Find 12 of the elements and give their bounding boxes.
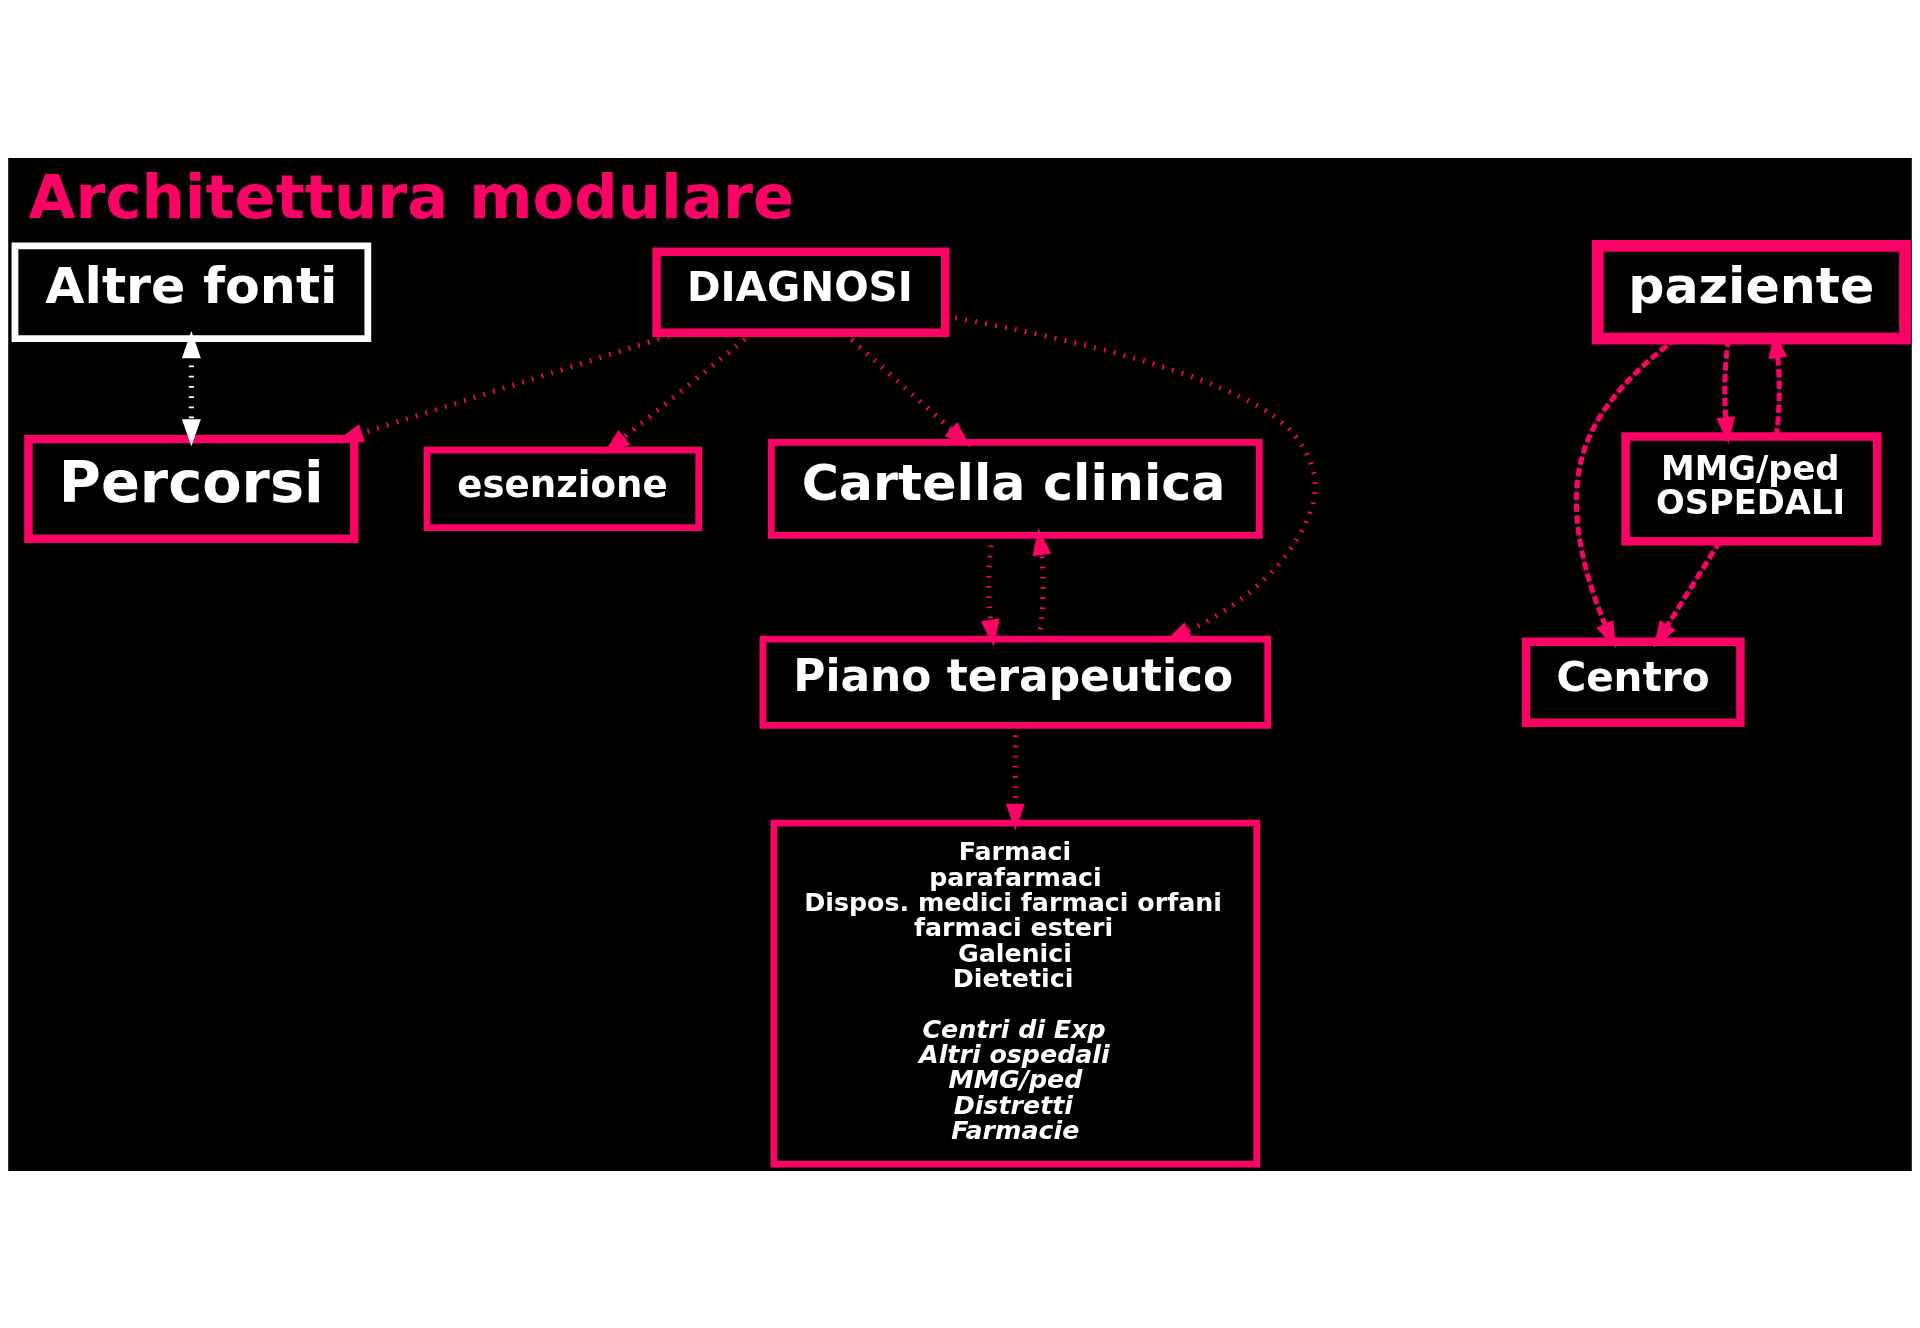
node-box: MMG/ped OSPEDALI [1621, 431, 1882, 545]
node-box: Altre fonti [11, 241, 372, 342]
node-box: Piano terapeutico [759, 635, 1272, 729]
diagram-title: Architettura modulare [28, 161, 795, 232]
node-box: Percorsi [24, 434, 359, 543]
node-box: paziente [1591, 239, 1911, 345]
node-box: Centro [1521, 637, 1745, 727]
node-box: Farmaci parafarmaci Dispos. medici farmaci orfani farmaci esteri Galenici Dietetici Centri di Exp Altri ospedali MMG/ped Distretti Farmacie [770, 819, 1261, 1168]
node-box: DIAGNOSI [652, 247, 950, 337]
node-box: Cartella clinica [767, 438, 1263, 539]
arrow [181, 330, 201, 446]
node-box: esenzione [423, 446, 703, 531]
